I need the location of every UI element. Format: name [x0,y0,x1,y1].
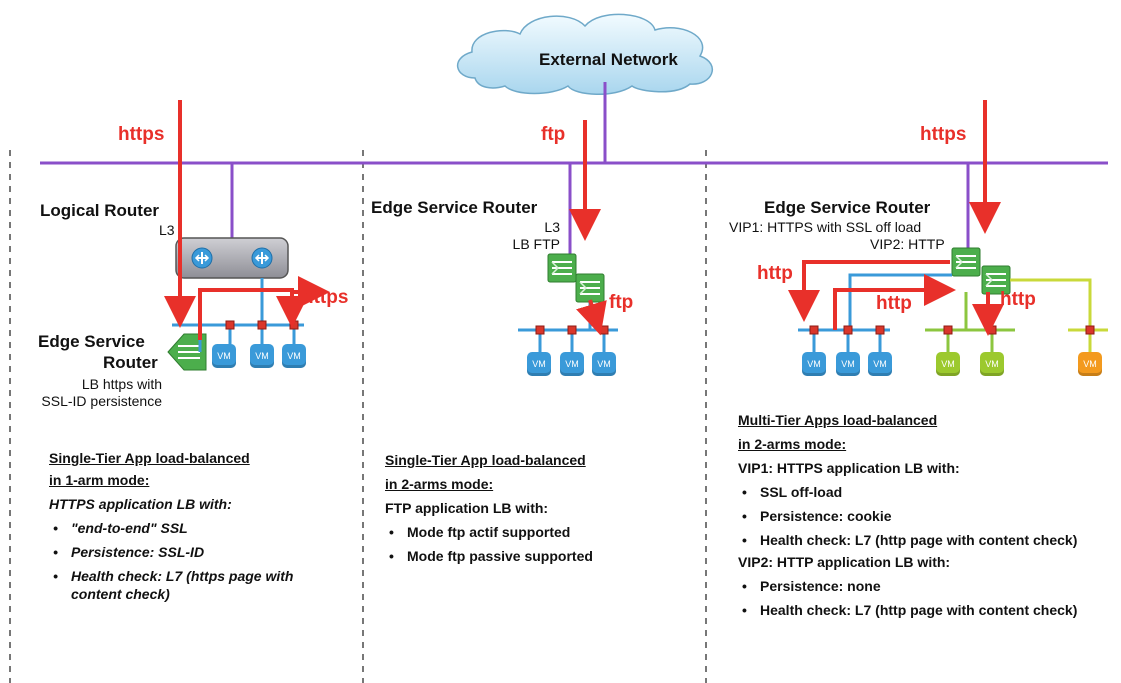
middle-esr-title: Edge Service Router [371,198,538,217]
left-esr-sub-2: SSL-ID persistence [41,393,162,409]
right-desc-heading-2: in 2-arms mode: [738,436,847,452]
left-edge-service-router-icon [167,333,207,371]
vm-icon: VM [560,352,584,376]
right-desc-heading-1: Multi-Tier Apps load-balanced [738,412,938,428]
protocol-label-ftp-side: ftp [609,292,634,313]
vm-icon: VM [282,344,306,368]
right-desc-vip1-bullet: Health check: L7 (http page with content… [738,531,1080,549]
middle-edge-service-router-icon [547,253,605,303]
vm-icon: VM [936,352,960,376]
left-desc-heading-1: Single-Tier App load-balanced [49,450,250,466]
vm-icon: VM [836,352,860,376]
middle-esr-sub-1: L3 [544,219,560,235]
right-esr-title: Edge Service Router [764,198,931,217]
right-description: Multi-Tier Apps load-balanced in 2-arms … [738,411,1098,625]
external-network-label: External Network [539,50,678,69]
vm-icon: VM [592,352,616,376]
external-network-cloud-icon [457,13,713,95]
right-desc-vip1-bullet: SSL off-load [738,483,1098,501]
middle-description: Single-Tier App load-balanced in 2-arms … [385,451,685,571]
vm-icon: VM [527,352,551,376]
middle-desc-heading-1: Single-Tier App load-balanced [385,452,586,468]
protocol-label-http-2: http [876,293,912,314]
logical-router-icon [175,237,289,279]
left-esr-title-2: Router [103,353,158,372]
right-desc-vip1-bullet: Persistence: cookie [738,507,1098,525]
vm-icon: VM [868,352,892,376]
vm-icon: VM [802,352,826,376]
right-desc-vip2-intro: VIP2: HTTP application LB with: [738,554,951,570]
middle-desc-bullet: Mode ftp passive supported [385,547,685,565]
right-desc-vip2-bullet: Persistence: none [738,577,1098,595]
middle-desc-intro: FTP application LB with: [385,500,549,516]
left-esr-title-1: Edge Service [38,332,145,351]
left-desc-bullet: Persistence: SSL-ID [49,543,349,561]
protocol-label-https-right: https [920,124,967,145]
right-esr-sub-2: VIP2: HTTP [870,236,945,252]
vm-icon: VM [250,344,274,368]
right-desc-vip1-intro: VIP1: HTTPS application LB with: [738,460,960,476]
left-desc-intro: HTTPS application LB with: [49,496,232,512]
left-esr-sub-1: LB https with [81,376,162,392]
logical-router-title: Logical Router [40,201,160,220]
vm-icon: VM [1078,352,1102,376]
left-description: Single-Tier App load-balanced in 1-arm m… [49,449,349,609]
middle-desc-bullet: Mode ftp actif supported [385,523,685,541]
left-desc-heading-2: in 1-arm mode: [49,472,150,488]
left-desc-bullet: "end-to-end" SSL [49,519,349,537]
protocol-label-ftp: ftp [541,124,566,145]
middle-esr-sub-2: LB FTP [512,236,560,252]
right-desc-vip2-bullet: Health check: L7 (http page with content… [738,601,1080,619]
vm-icon: VM [212,344,236,368]
logical-router-sub: L3 [159,222,175,238]
right-edge-service-router-icon [951,247,1011,295]
protocol-label-https-left-return: https [302,287,349,308]
protocol-label-http-1: http [757,263,793,284]
right-esr-sub-1: VIP1: HTTPS with SSL off load [729,219,922,235]
protocol-label-https-left: https [118,124,165,145]
vm-icon: VM [980,352,1004,376]
protocol-label-http-3: http [1000,289,1036,310]
middle-desc-heading-2: in 2-arms mode: [385,476,494,492]
left-desc-bullet: Health check: L7 (https page with conten… [49,567,341,603]
